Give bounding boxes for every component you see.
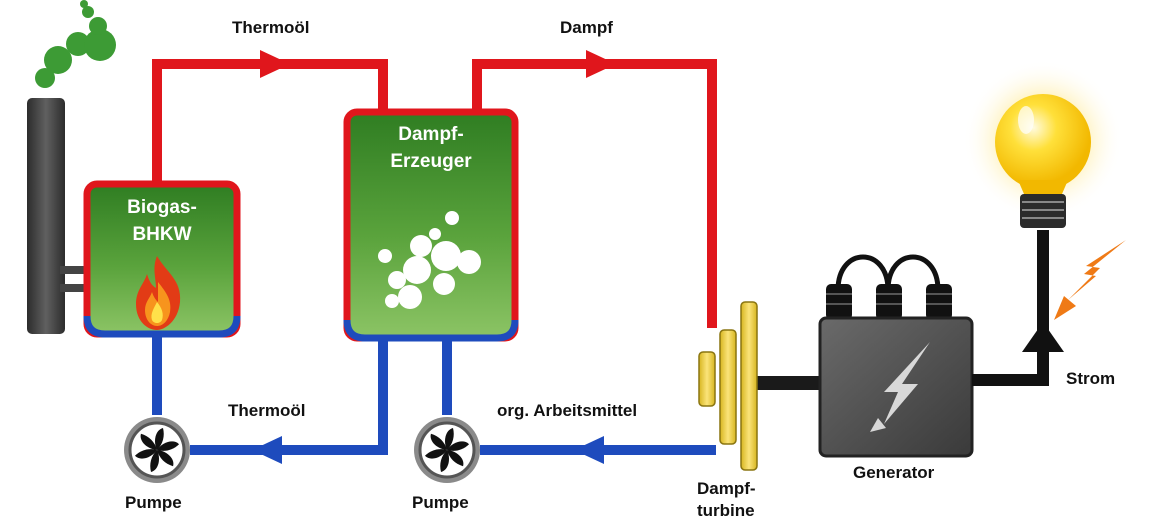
dampferzeuger-title-line2: Erzeuger xyxy=(390,151,472,172)
arrow-right-icon xyxy=(260,50,290,78)
dampferzeuger-title-line1: Dampf- xyxy=(398,124,463,145)
arrow-up-icon xyxy=(1022,322,1064,352)
generator-label: Generator xyxy=(853,463,935,482)
pumpe-left-label: Pumpe xyxy=(125,493,182,512)
cold-line-arbeitsmittel xyxy=(442,338,716,455)
steam-cloud-icon xyxy=(378,211,481,309)
dampf-label: Dampf xyxy=(560,18,613,37)
shaft xyxy=(748,376,824,390)
arrow-left-icon xyxy=(252,436,282,464)
pump-right-icon xyxy=(414,417,480,483)
pump-left-icon xyxy=(124,417,190,483)
strom-label: Strom xyxy=(1066,369,1115,388)
dampferzeuger-box: Dampf- Erzeuger xyxy=(343,108,519,342)
thermooel-top-label: Thermoöl xyxy=(232,18,309,37)
arrow-right-icon xyxy=(586,50,616,78)
power-line xyxy=(972,230,1049,386)
turbine-label-line2: turbine xyxy=(697,501,755,520)
flame-icon xyxy=(136,256,181,330)
chimney xyxy=(27,98,90,334)
lightning-bolt-icon xyxy=(1054,240,1126,320)
thermooel-bottom-label: Thermoöl xyxy=(228,401,305,420)
arrow-left-icon xyxy=(574,436,604,464)
turbine-label-line1: Dampf- xyxy=(697,479,756,498)
generator-icon xyxy=(818,254,974,458)
lightbulb-icon xyxy=(963,60,1123,228)
smoke-icon xyxy=(35,0,116,88)
biogas-title-line2: BHKW xyxy=(132,224,191,245)
lightning-generator-icon xyxy=(870,342,930,432)
biogas-bhkw-box: Biogas- BHKW xyxy=(83,180,241,338)
pumpe-right-label: Pumpe xyxy=(412,493,469,512)
biogas-title-line1: Biogas- xyxy=(127,197,197,218)
arbeitsmittel-label: org. Arbeitsmittel xyxy=(497,401,637,420)
cold-line-thermooel xyxy=(152,334,388,455)
turbine-icon xyxy=(698,301,758,471)
